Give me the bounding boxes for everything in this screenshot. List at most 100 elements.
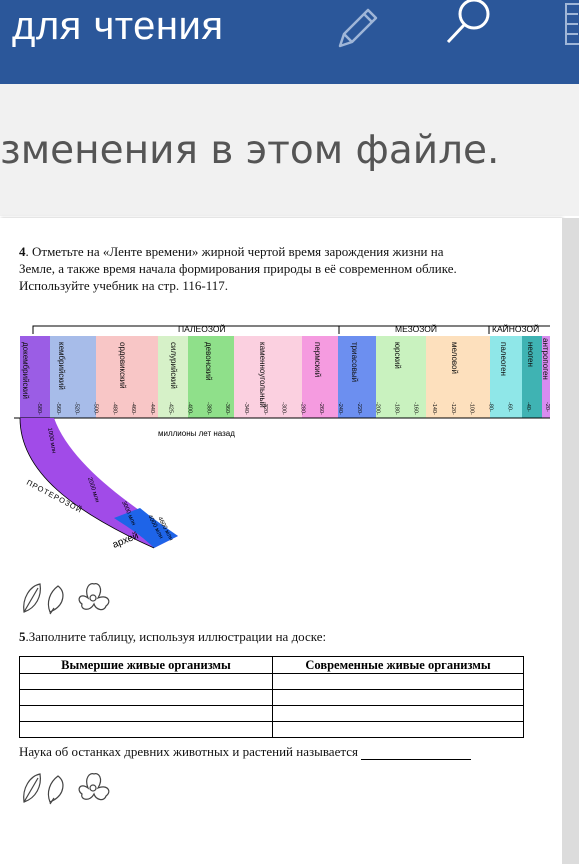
table-cell[interactable] — [19, 705, 273, 722]
band-neogene — [522, 336, 542, 418]
period-label-anthropogene: антропоген — [541, 338, 550, 380]
band-cambrian — [50, 336, 96, 418]
period-label-carboniferous: каменноугольный — [258, 342, 267, 408]
band-anthropogene — [542, 336, 550, 418]
archean-ribbon — [114, 508, 178, 548]
science-question: Наука об останках древних животных и рас… — [19, 743, 472, 760]
period-label-ordovician: ордовикский — [118, 342, 127, 389]
timeline-tick: -160- — [412, 402, 418, 415]
answer-blank[interactable] — [361, 747, 472, 760]
timeline-tick: -560- — [55, 402, 61, 415]
table-row — [19, 705, 524, 722]
timeline-tick: -460- — [130, 402, 136, 415]
period-label-cambrian: кембрийский — [57, 342, 66, 390]
period-label-paleogene: палеоген — [499, 342, 508, 376]
flower-icon — [78, 583, 110, 611]
timeline-tick: -120- — [450, 402, 456, 415]
table-row — [19, 721, 524, 738]
period-bands — [20, 336, 550, 418]
period-label-neogene: неоген — [526, 342, 535, 367]
col-modern: Современные живые организмы — [272, 656, 524, 674]
table-cell[interactable] — [19, 721, 273, 738]
info-banner: зменения в этом файле. — [0, 84, 579, 216]
period-label-devonian: девонский — [204, 342, 213, 381]
table-row — [19, 689, 524, 706]
timeline-tick: -20- — [544, 402, 550, 412]
app-icon[interactable] — [556, 0, 579, 60]
band-cretaceous — [426, 336, 490, 418]
timeline-tick: -180- — [394, 402, 400, 415]
band-triassic — [338, 336, 376, 418]
timeline-tick: -80- — [488, 402, 494, 412]
mark-icons-1 — [23, 583, 110, 615]
task5-line: 5.Заполните таблицу, используя иллюстрац… — [19, 628, 326, 645]
timeline-tick: -140- — [431, 402, 437, 415]
search-icon[interactable] — [440, 0, 500, 60]
table-cell[interactable] — [272, 689, 524, 706]
timeline-tick: -320- — [262, 402, 268, 415]
app-toolbar: для чтения — [0, 0, 579, 84]
era-cenozoic: КАЙНОЗОЙ — [492, 323, 539, 334]
flower-icon — [78, 773, 110, 801]
table-cell[interactable] — [272, 705, 524, 722]
table-header-row: Вымершие живые организмы Современные жив… — [19, 656, 524, 674]
app-title: для чтения — [12, 4, 224, 48]
timeline-tick: -300- — [281, 402, 287, 415]
table-cell[interactable] — [272, 721, 524, 738]
col-extinct: Вымершие живые организмы — [19, 656, 273, 674]
pencil-icon[interactable] — [322, 0, 382, 60]
page-edge — [562, 218, 579, 864]
timeline-tick: -200- — [375, 402, 381, 415]
timeline-tick: -260- — [318, 402, 324, 415]
arc-label-1000: 1000 млн — [46, 427, 56, 454]
mark-icons-2 — [23, 773, 110, 805]
banner-message: зменения в этом файле. — [0, 128, 500, 173]
timeline-tick: -340- — [243, 402, 249, 415]
timeline-tick: -100- — [469, 402, 475, 415]
organisms-table: Вымершие живые организмы Современные жив… — [19, 656, 524, 738]
task4-text-1: . Отметьте на «Ленте времени» жирной чер… — [25, 244, 444, 259]
bud-icon — [47, 585, 64, 613]
timeline-tick: -40- — [525, 402, 531, 412]
era-mesozoic: МЕЗОЗОЙ — [395, 323, 437, 334]
timeline-tick: -400- — [187, 402, 193, 415]
timeline-tick: -220- — [356, 402, 362, 415]
timeline-tick: -425- — [168, 402, 174, 415]
task4-line3: Используйте учебник на стр. 116-117. — [19, 278, 228, 293]
timeline-tick: -240- — [337, 402, 343, 415]
leaf-icon — [23, 773, 41, 803]
period-label-triassic: триасовый — [350, 342, 359, 382]
table-cell[interactable] — [19, 673, 273, 690]
period-label-permian: пермский — [313, 342, 322, 377]
timeline-tick: -360- — [224, 402, 230, 415]
task5-text: .Заполните таблицу, используя иллюстраци… — [25, 629, 327, 644]
timeline-tick: -480- — [111, 402, 117, 415]
timeline-tick: -380- — [205, 402, 211, 415]
table-cell[interactable] — [272, 673, 524, 690]
bud-icon — [47, 775, 64, 803]
timeline-tick: -520- — [74, 402, 80, 415]
band-carboniferous — [234, 336, 302, 418]
band-jurassic — [376, 336, 426, 418]
timeline-tick: -580- — [36, 402, 42, 415]
task5-number: 5 — [19, 629, 26, 644]
science-question-text: Наука об останках древних животных и рас… — [19, 744, 358, 759]
leaf-icon — [23, 583, 41, 613]
timeline-caption: миллионы лет назад — [158, 429, 235, 438]
timeline-tick: -280- — [299, 402, 305, 415]
task4-number: 4 — [19, 244, 26, 259]
timeline-tick: -500- — [92, 402, 98, 415]
era-paleozoic: ПАЛЕОЗОЙ — [178, 323, 226, 334]
band-silurian — [158, 336, 188, 418]
task4-line2: Земле, а также время начала формирования… — [19, 261, 457, 276]
table-cell[interactable] — [19, 689, 273, 706]
band-precambrian — [20, 336, 50, 418]
band-ordovician — [96, 336, 158, 418]
period-label-precambrian: докембрийский — [21, 342, 30, 399]
table-row — [19, 673, 524, 690]
period-label-silurian: силурийский — [169, 342, 178, 389]
band-paleogene — [490, 336, 522, 418]
timeline-tick: -60- — [506, 402, 512, 412]
timeline-tick: -440- — [149, 402, 155, 415]
geologic-timeline: ПАЛЕОЗОЙ МЕЗОЗОЙ КАЙНОЗОЙ докембрийский … — [14, 323, 550, 551]
